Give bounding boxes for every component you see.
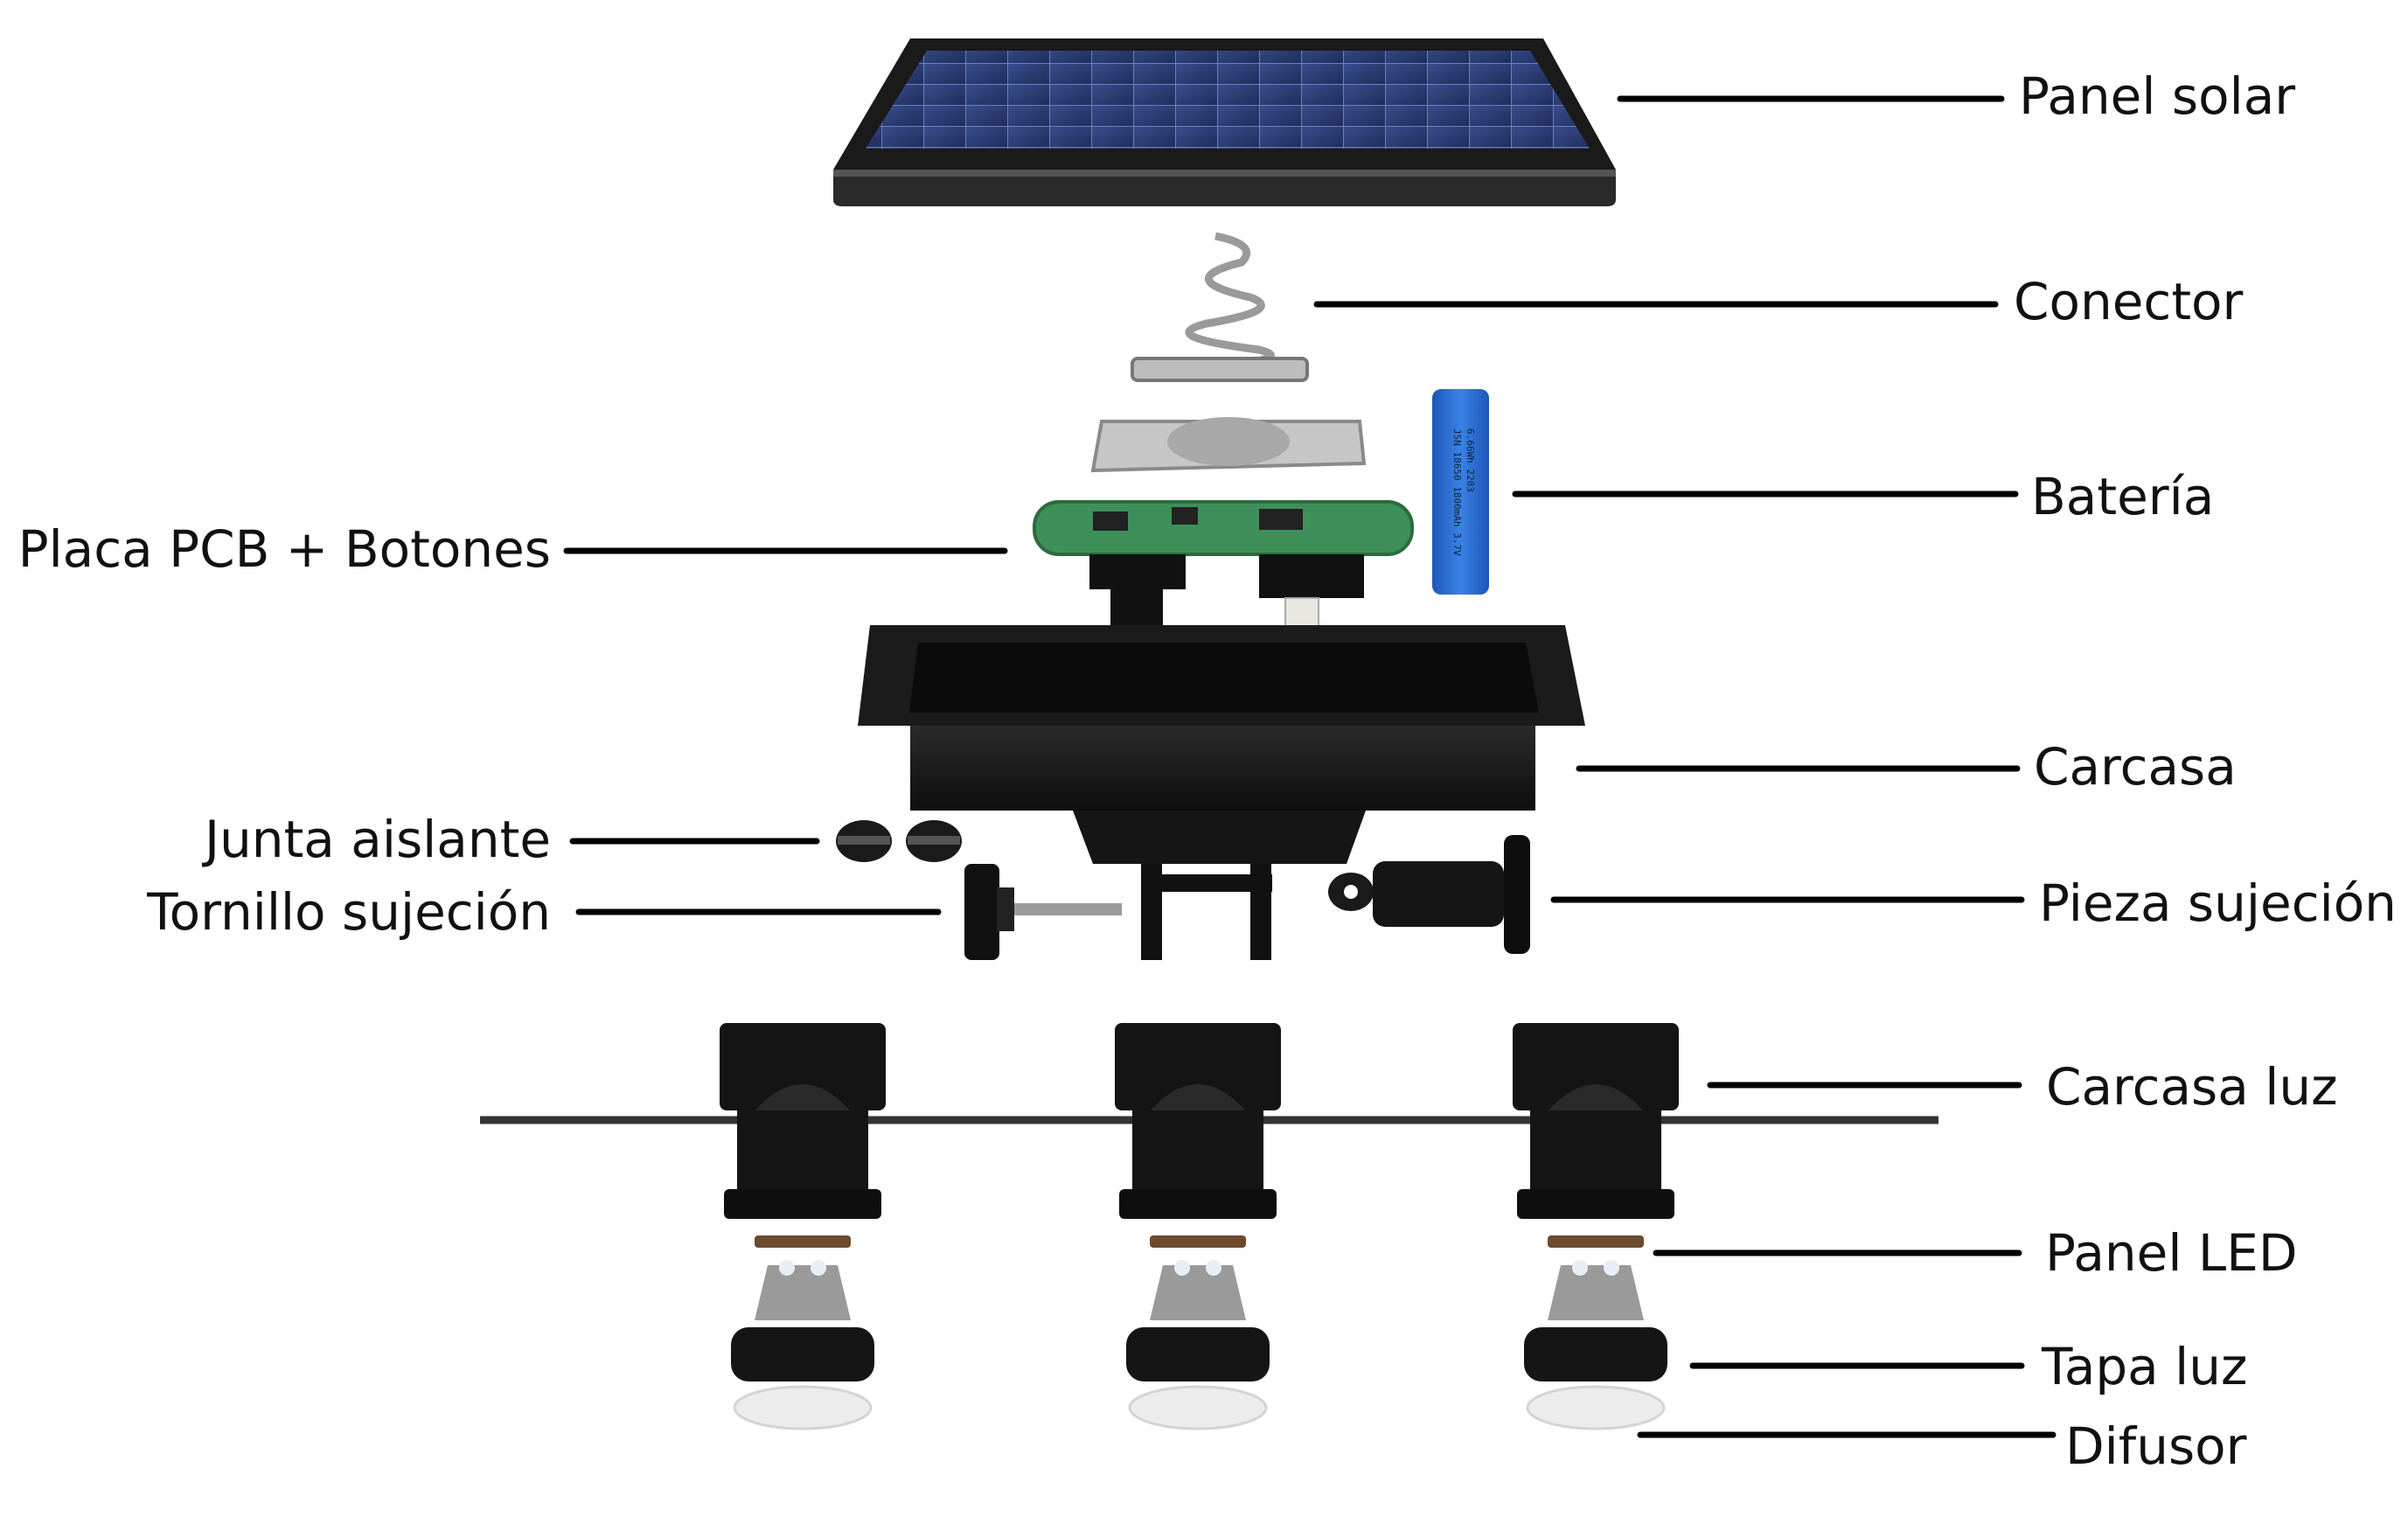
spring-connector bbox=[1131, 232, 1309, 382]
metal-plate bbox=[1090, 417, 1367, 473]
housing bbox=[858, 625, 1585, 960]
label-conector: Conector bbox=[2014, 272, 2244, 331]
mounting-piece bbox=[1328, 835, 1530, 954]
light-unit bbox=[1513, 1023, 1679, 1430]
label-bateria: Batería bbox=[2031, 467, 2214, 526]
battery-print-line1: JSN 18650 1800mAh 3.7V bbox=[1451, 428, 1463, 556]
solar-panel bbox=[833, 38, 1616, 206]
label-panel-led: Panel LED bbox=[2045, 1223, 2298, 1283]
light-unit bbox=[720, 1023, 886, 1430]
label-placa-pcb: Placa PCB + Botones bbox=[18, 519, 551, 579]
label-pieza: Pieza sujeción bbox=[2039, 873, 2397, 933]
grommets bbox=[836, 820, 962, 862]
battery: JSN 18650 1800mAh 3.7V 6.66Wh 2203 bbox=[1432, 389, 1489, 595]
light-unit bbox=[1115, 1023, 1281, 1430]
light-units bbox=[720, 1023, 1679, 1430]
labels: Panel solar Conector Batería Placa PCB +… bbox=[18, 66, 2397, 1476]
mounting-screw bbox=[964, 864, 1122, 960]
label-junta: Junta aislante bbox=[202, 810, 551, 869]
label-tornillo: Tornillo sujeción bbox=[146, 882, 551, 942]
label-panel-solar: Panel solar bbox=[2019, 66, 2295, 126]
label-tapa-luz: Tapa luz bbox=[2041, 1337, 2247, 1396]
leader-lines bbox=[563, 95, 2057, 1438]
label-difusor: Difusor bbox=[2065, 1416, 2247, 1476]
label-carcasa: Carcasa bbox=[2034, 737, 2237, 797]
label-carcasa-luz: Carcasa luz bbox=[2046, 1057, 2338, 1117]
battery-print-line2: 6.66Wh 2203 bbox=[1465, 428, 1476, 492]
